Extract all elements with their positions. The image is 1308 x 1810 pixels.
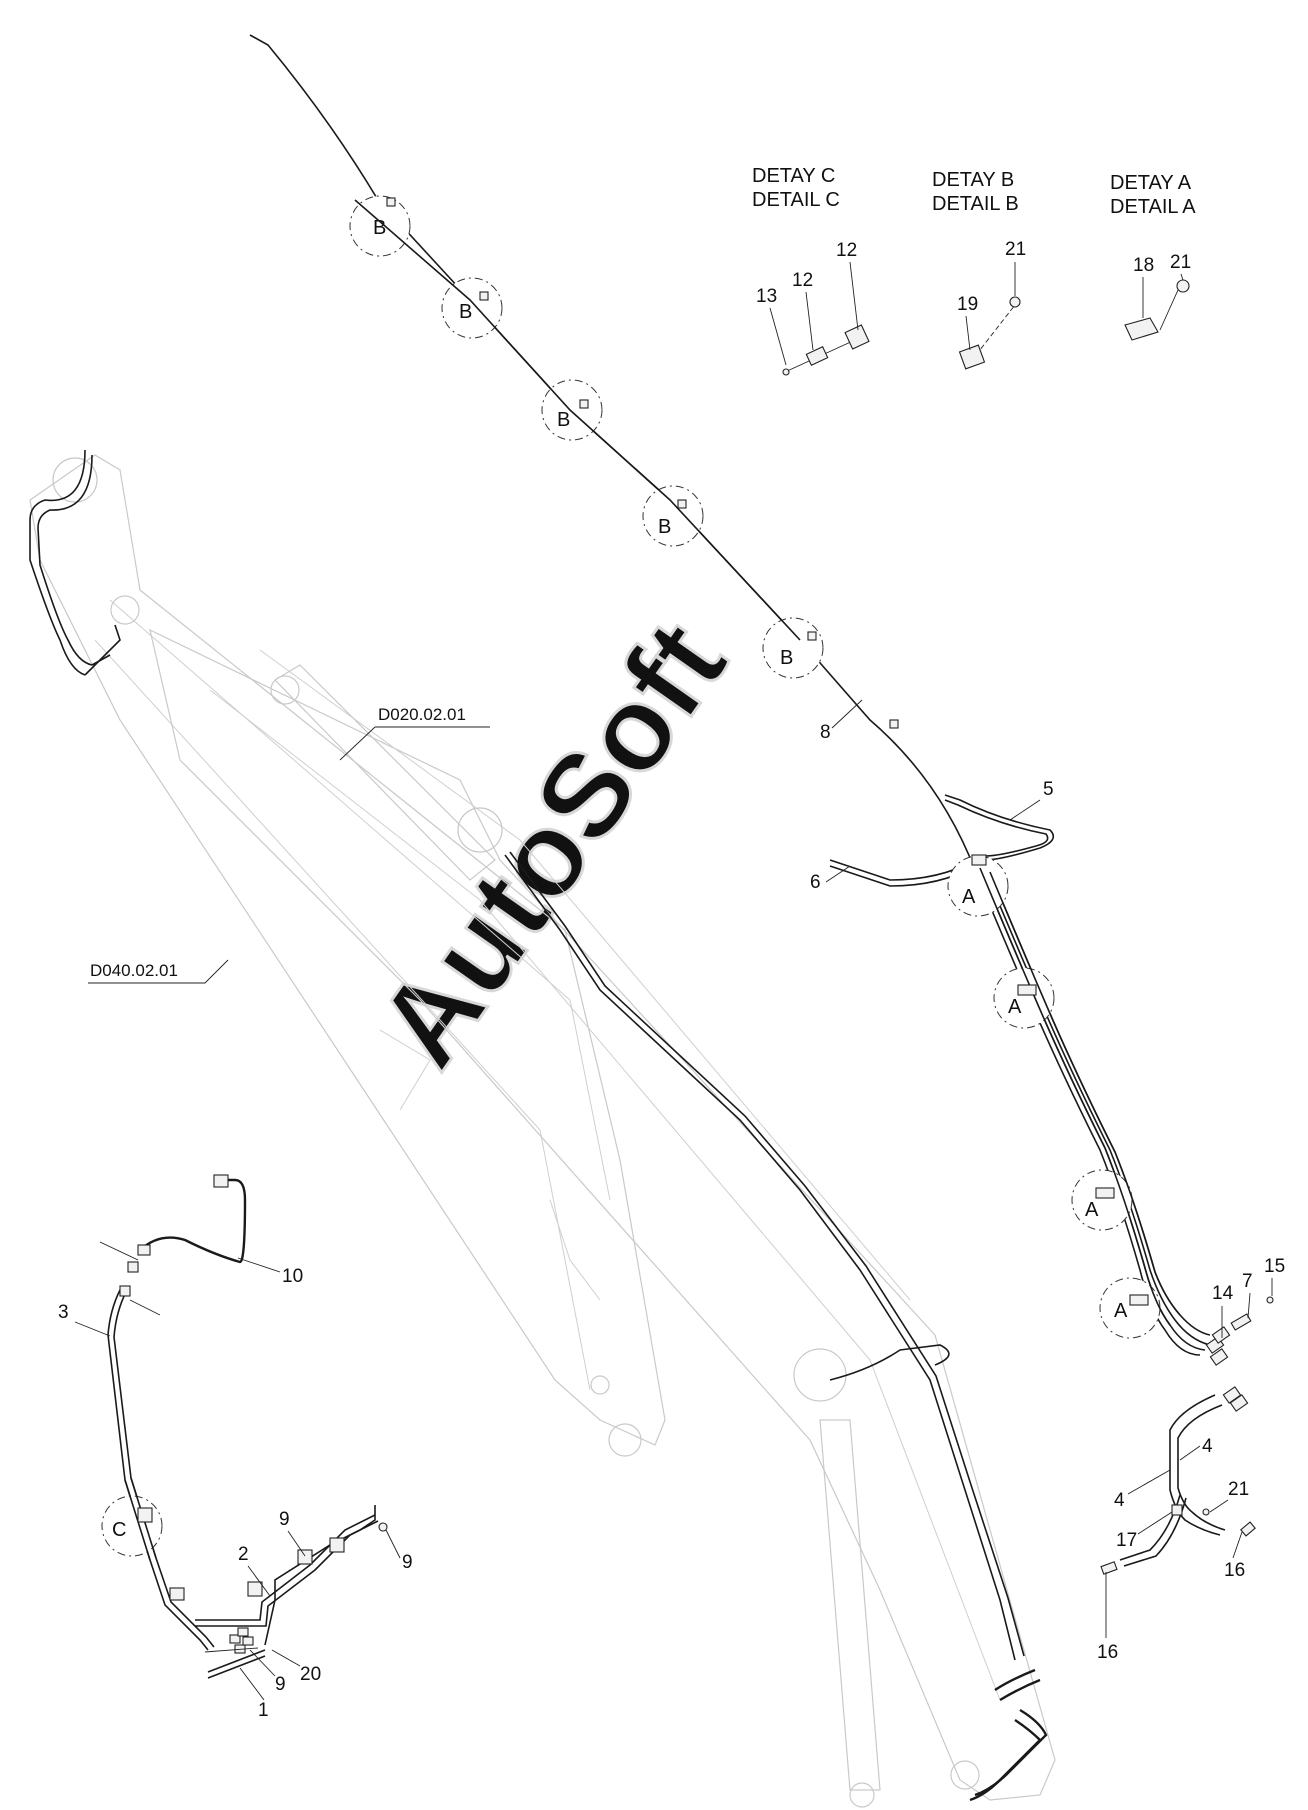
callout-10: 10 bbox=[282, 1266, 303, 1287]
bubble-b-5: B bbox=[762, 617, 824, 679]
detail-a-view: DETAY A DETAIL A bbox=[1110, 172, 1196, 341]
detail-b-view: DETAY B DETAIL B bbox=[932, 169, 1021, 370]
callout-9a: 9 bbox=[279, 1509, 290, 1530]
detail-a-title: DETAY A bbox=[1110, 172, 1192, 194]
callout-2: 2 bbox=[238, 1544, 249, 1565]
line-8-overlay bbox=[354, 199, 801, 641]
callout-6: 6 bbox=[810, 872, 821, 893]
callout-5: 5 bbox=[1043, 779, 1054, 800]
detail-c-view: DETAY C DETAIL C bbox=[752, 165, 870, 376]
detail-a-subtitle: DETAIL A bbox=[1110, 196, 1196, 218]
svg-text:A: A bbox=[1008, 996, 1022, 1018]
bubble-a-2: A bbox=[993, 967, 1055, 1029]
callout-12b: 12 bbox=[792, 270, 813, 291]
reference-stick: D020.02.01 bbox=[378, 705, 466, 724]
callout-21a: 21 bbox=[1170, 252, 1191, 273]
callout-9c: 9 bbox=[275, 1674, 286, 1695]
bubble-b-1: B bbox=[349, 195, 411, 257]
callout-21c: 21 bbox=[1228, 1479, 1249, 1500]
svg-text:B: B bbox=[780, 647, 793, 669]
lower-left-pipe-group bbox=[99, 1174, 388, 1679]
line-a-overlay-2 bbox=[989, 871, 1181, 1316]
svg-text:A: A bbox=[1114, 1300, 1128, 1322]
callout-20: 20 bbox=[300, 1664, 321, 1685]
svg-text:B: B bbox=[373, 217, 386, 239]
bubble-b-4: B bbox=[642, 485, 704, 547]
callout-7: 7 bbox=[1242, 1271, 1253, 1292]
callout-19: 19 bbox=[957, 294, 978, 315]
detail-c-subtitle: DETAIL C bbox=[752, 189, 840, 211]
callout-14: 14 bbox=[1212, 1283, 1234, 1304]
svg-text:B: B bbox=[557, 409, 570, 431]
fittings-right bbox=[1100, 1296, 1274, 1575]
line-8-assembly bbox=[249, 34, 1226, 1567]
bubble-b-2: B bbox=[441, 277, 503, 339]
pipe-on-machine bbox=[29, 449, 1048, 1802]
callout-18: 18 bbox=[1133, 255, 1154, 276]
detail-b-subtitle: DETAIL B bbox=[932, 193, 1019, 215]
callout-15: 15 bbox=[1264, 1256, 1285, 1277]
svg-text:B: B bbox=[459, 301, 472, 323]
callout-4b: 4 bbox=[1114, 1490, 1125, 1511]
detail-bubbles: B B B B B A A A A C bbox=[101, 195, 1161, 1557]
watermark: AutoSoft bbox=[352, 598, 752, 1090]
callout-3: 3 bbox=[58, 1302, 69, 1323]
callout-16b: 16 bbox=[1097, 1642, 1118, 1663]
part-callouts: 12 13 12 21 19 18 21 8 5 6 14 7 15 4 4 2… bbox=[58, 239, 1285, 1721]
bubble-a-3: A bbox=[1071, 1169, 1133, 1231]
clamps-on-line bbox=[137, 197, 1149, 1523]
boom-structure bbox=[29, 454, 1056, 1808]
detail-b-title: DETAY B bbox=[932, 169, 1014, 191]
svg-text:C: C bbox=[112, 1519, 126, 1541]
callout-17: 17 bbox=[1116, 1530, 1137, 1551]
svg-text:B: B bbox=[658, 516, 671, 538]
callout-4a: 4 bbox=[1202, 1436, 1213, 1457]
callout-12a: 12 bbox=[836, 240, 857, 261]
callout-1: 1 bbox=[258, 1700, 269, 1721]
callout-16a: 16 bbox=[1224, 1560, 1245, 1581]
svg-text:A: A bbox=[962, 886, 976, 908]
callout-8: 8 bbox=[820, 722, 831, 743]
callout-13: 13 bbox=[756, 286, 777, 307]
callout-9b: 9 bbox=[402, 1552, 413, 1573]
line-a-overlay bbox=[979, 867, 1171, 1326]
reference-labels: D020.02.01 D040.02.01 bbox=[88, 705, 490, 984]
svg-text:A: A bbox=[1085, 1199, 1099, 1221]
detail-c-title: DETAY C bbox=[752, 165, 835, 187]
callout-21b: 21 bbox=[1005, 239, 1026, 260]
reference-boom: D040.02.01 bbox=[90, 961, 178, 980]
